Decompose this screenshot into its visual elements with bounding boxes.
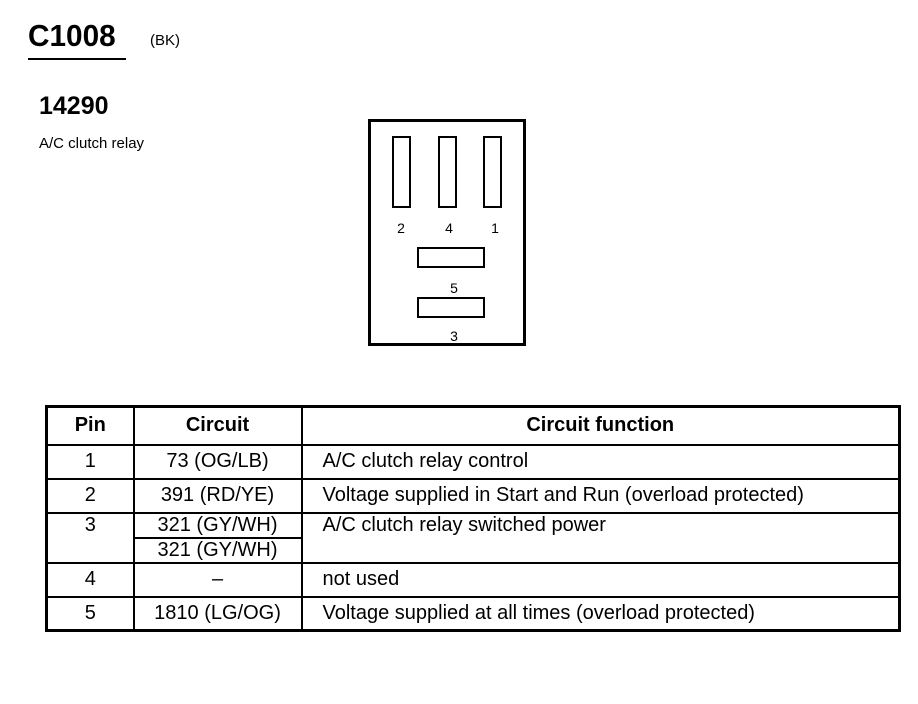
pin-slot-1	[483, 136, 502, 208]
pin-label-3: 3	[450, 328, 458, 344]
connector-id: C1008	[28, 18, 116, 53]
table-row: 4 – not used	[45, 561, 901, 598]
circuit-function-text: A/C clutch relay control	[322, 450, 529, 472]
circuit: 321 (GY/WH)	[157, 513, 278, 536]
circuit: 1810 (LG/OG)	[132, 595, 303, 632]
connector-face-diagram: 2 4 1 5 3	[368, 119, 526, 346]
connector-id-underline	[28, 58, 126, 60]
pin-slot-2	[392, 136, 411, 208]
pin-slot-4	[438, 136, 457, 208]
pin-number: 2	[45, 477, 135, 514]
circuit-function-text: A/C clutch relay switched power	[322, 513, 606, 536]
circuit: 73 (OG/LB)	[132, 443, 303, 480]
component-description: A/C clutch relay	[39, 135, 145, 152]
circuit-function: not used	[300, 561, 901, 598]
circuit-function-text: Voltage supplied at all times (overload …	[322, 601, 755, 624]
connector-color-code: (BK)	[150, 32, 180, 49]
circuit-function-text: not used	[322, 568, 400, 590]
pin-number: 1	[45, 443, 135, 480]
pin-slot-5	[417, 247, 485, 268]
header-circuit: Circuit	[132, 405, 303, 446]
component-number: 14290	[39, 92, 109, 120]
circuit-function: Voltage supplied at all times (overload …	[300, 595, 901, 632]
pin-number: 3	[45, 511, 135, 564]
circuit: 321 (GY/WH)	[134, 536, 301, 562]
circuit-function: A/C clutch relay control	[300, 443, 901, 480]
table-header-row: Pin Circuit Circuit function	[45, 405, 901, 446]
circuit: 391 (RD/YE)	[132, 477, 303, 514]
pin-number: 5	[45, 595, 135, 632]
pin-label-4: 4	[445, 220, 453, 236]
table-row: 5 1810 (LG/OG) Voltage supplied at all t…	[45, 595, 901, 632]
circuit: –	[132, 561, 303, 598]
pin-number: 4	[45, 561, 135, 598]
pin-label-2: 2	[397, 220, 405, 236]
circuit-function: A/C clutch relay switched power	[300, 511, 901, 564]
pin-label-1: 1	[491, 220, 499, 236]
table-row: 1 73 (OG/LB) A/C clutch relay control	[45, 443, 901, 480]
pin-label-5: 5	[450, 280, 458, 296]
pin-table: Pin Circuit Circuit function 1 73 (OG/LB…	[45, 405, 901, 632]
circuit-function-text: Voltage supplied in Start and Run (overl…	[322, 484, 804, 506]
header-circuit-function: Circuit function	[300, 405, 901, 446]
header-pin: Pin	[45, 405, 135, 446]
pin-slot-3	[417, 297, 485, 318]
table-row: 3 321 (GY/WH) 321 (GY/WH) A/C clutch rel…	[45, 511, 901, 564]
circuit-group: 321 (GY/WH) 321 (GY/WH)	[132, 511, 303, 564]
table-row: 2 391 (RD/YE) Voltage supplied in Start …	[45, 477, 901, 514]
circuit-function: Voltage supplied in Start and Run (overl…	[300, 477, 901, 514]
